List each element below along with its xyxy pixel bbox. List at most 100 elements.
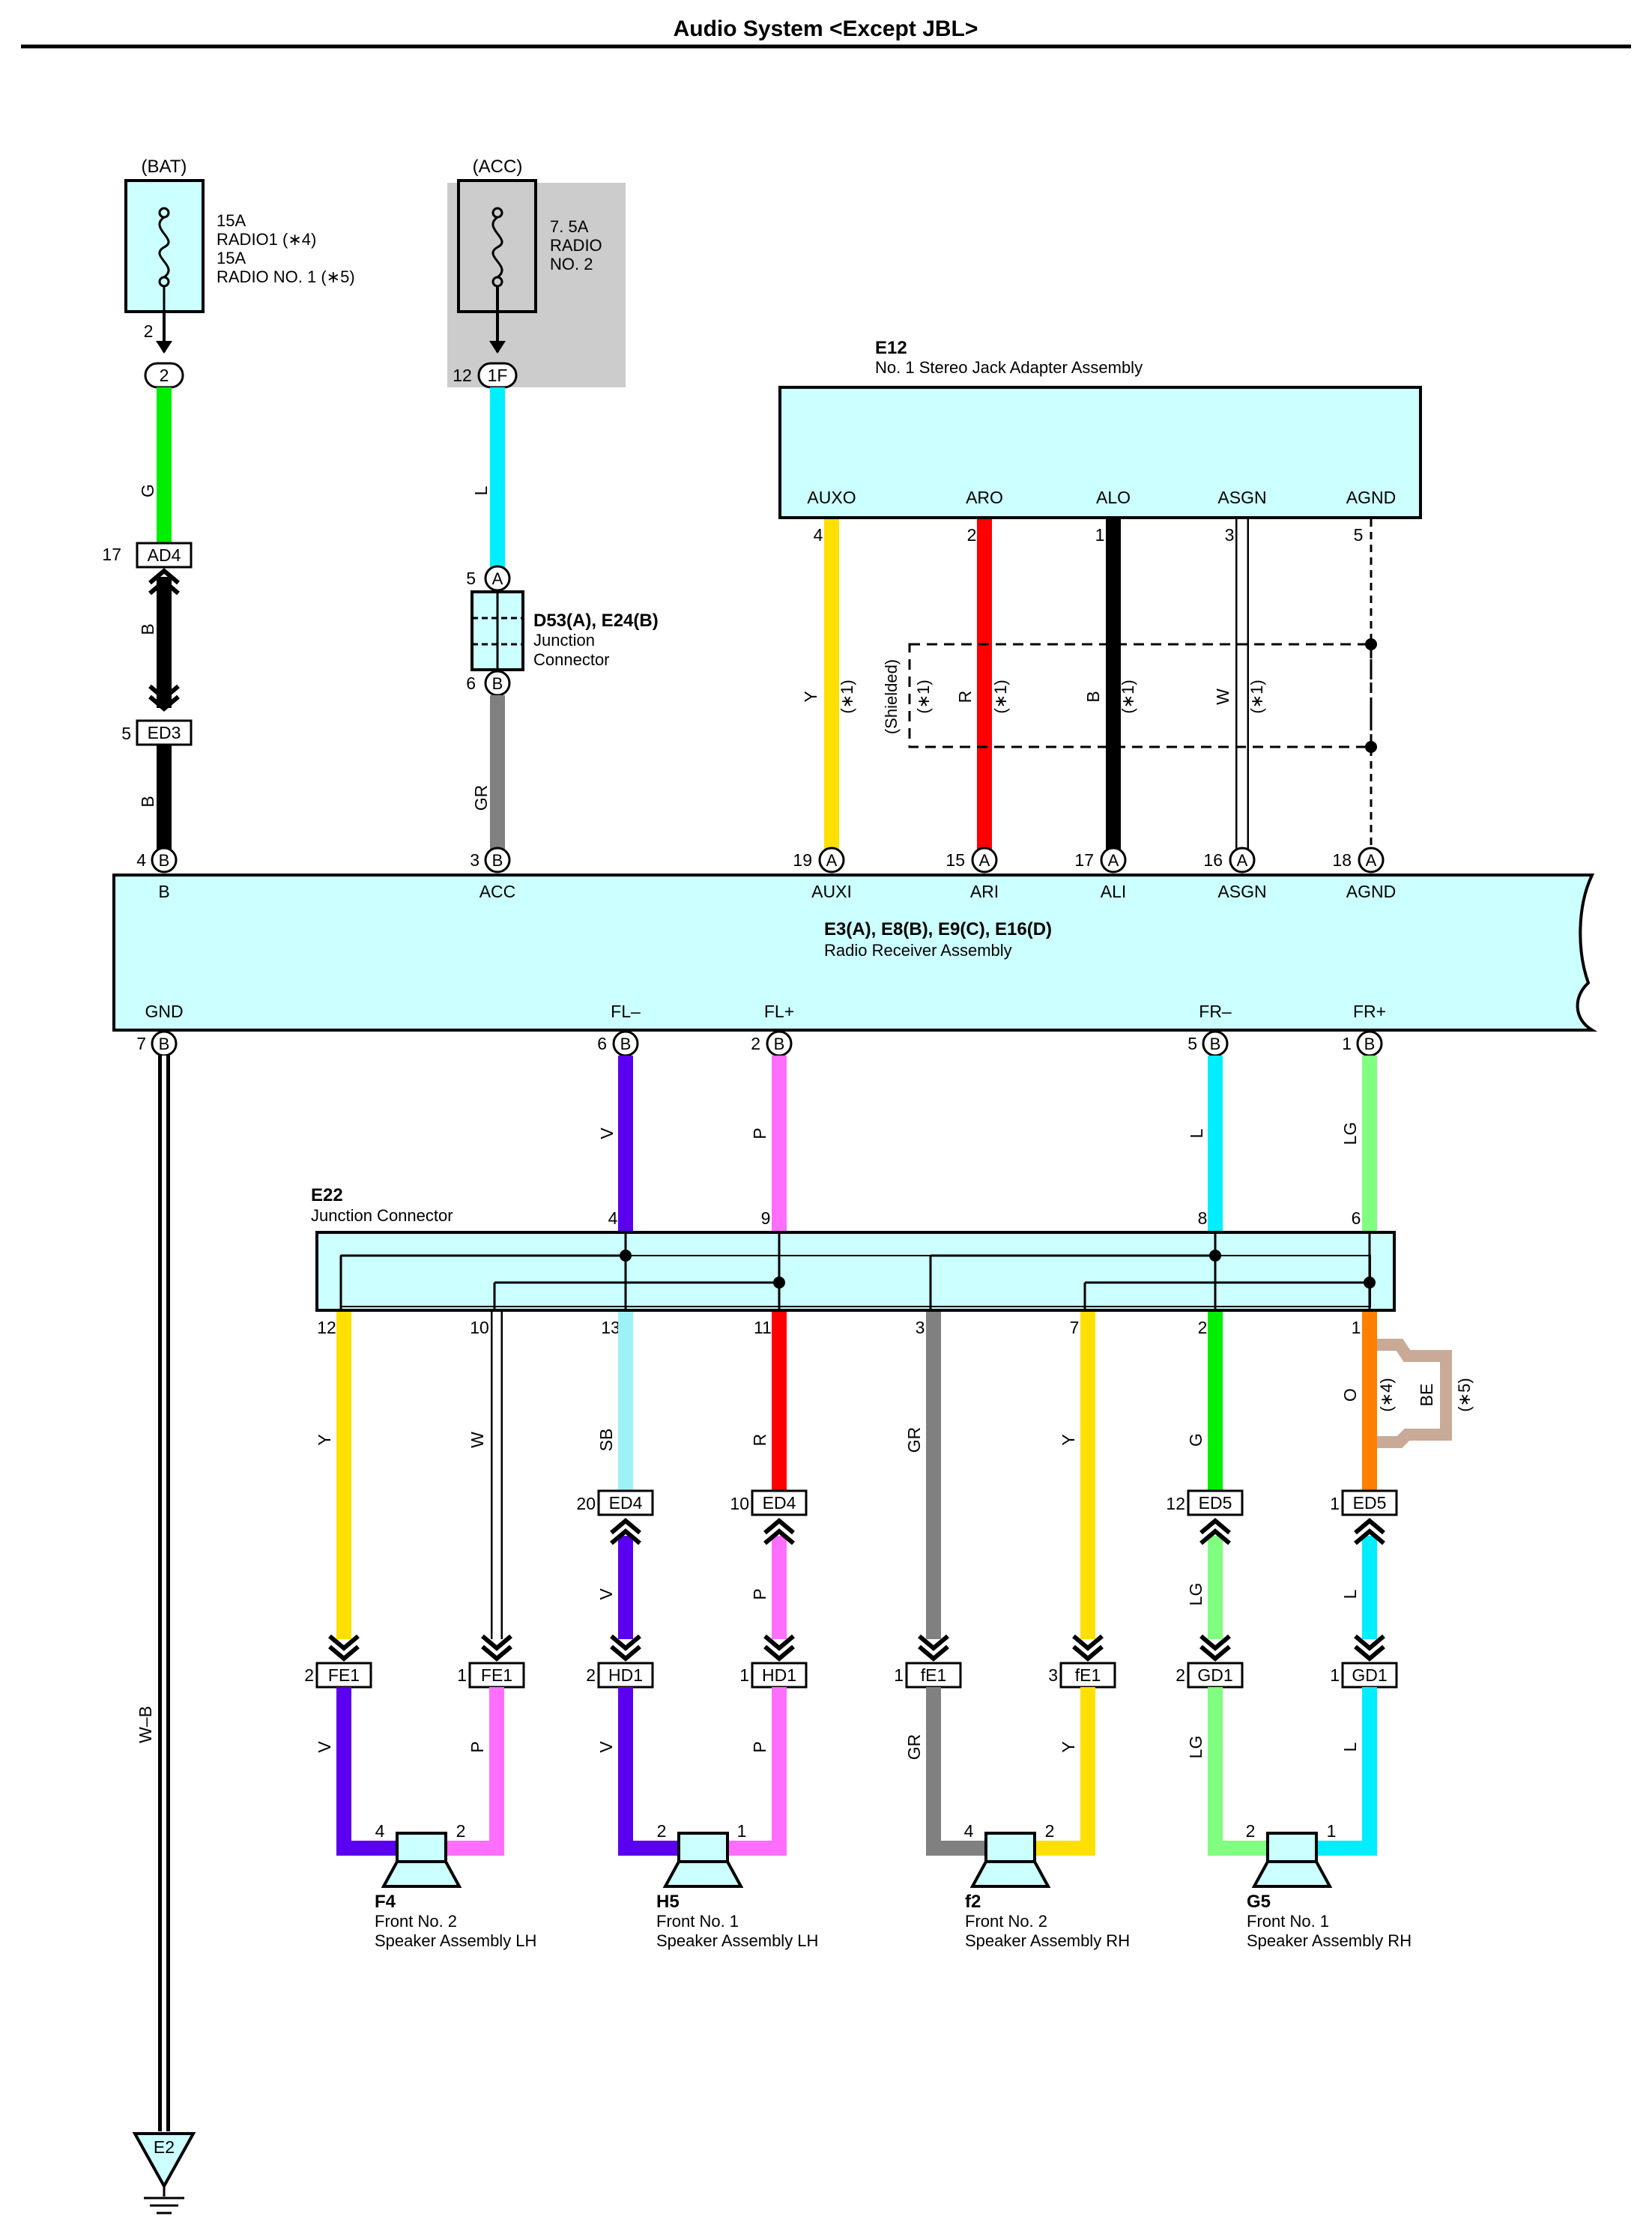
junction-e22-group: E22 Junction Connector 4 9 8 6 12 10 13 … — [311, 1185, 1396, 1337]
speaker-icon — [1266, 1832, 1318, 1863]
speaker-icon — [984, 1832, 1036, 1863]
connector-box — [1187, 1489, 1244, 1516]
connector-box — [1341, 1662, 1398, 1689]
spk-conn-fe1-b: 1 FE1 — [457, 1634, 525, 1689]
terminal-tag — [971, 847, 998, 874]
pin-number: 2 — [304, 1665, 314, 1685]
junction-dot — [1364, 1277, 1376, 1289]
wire-label-l: L — [1187, 1128, 1206, 1138]
wire-label: O — [1340, 1388, 1360, 1402]
speaker-id: H5 — [656, 1892, 680, 1912]
receiver-bottom-terminal: GND 7 B — [136, 1002, 184, 1057]
connector-label: GD1 — [1197, 1665, 1232, 1685]
e12-term-aro: ARO — [966, 488, 1003, 507]
chevron-up-icon — [1354, 1518, 1385, 1546]
e12-term-auxo: AUXO — [807, 488, 856, 507]
label-w: W — [1213, 688, 1232, 705]
d53-name: D53(A), E24(B) — [533, 611, 659, 631]
e22-name: Junction Connector — [311, 1206, 453, 1225]
spk-conn-hd1-b: 1 HD1 — [739, 1634, 808, 1689]
wire-label-v: V — [597, 1127, 617, 1139]
note-alo: (∗1) — [1119, 679, 1137, 713]
speaker-cone-icon — [1251, 1860, 1333, 1888]
terminal-label: ASGN — [1217, 882, 1266, 901]
wire-label-p: P — [750, 1127, 769, 1139]
terminal-tag — [1229, 847, 1256, 874]
pin-number: 4 — [136, 850, 146, 870]
e12-box — [778, 386, 1422, 519]
pin-number: 6 — [597, 1034, 607, 1053]
connector-label: ED4 — [609, 1493, 643, 1513]
terminal-label: ALI — [1101, 882, 1127, 901]
wire-label-g: G — [138, 484, 157, 497]
wire-label: L — [1340, 1589, 1360, 1599]
pin-number: 18 — [1332, 850, 1352, 870]
chevron-down-icon — [481, 1634, 512, 1662]
pin-number: 1 — [894, 1665, 904, 1685]
terminal-tag — [151, 847, 178, 874]
pin-number: 20 — [576, 1494, 596, 1513]
pin-number: 1 — [457, 1665, 467, 1685]
bat-fuse-text-4: RADIO NO. 1 (∗5) — [217, 267, 355, 286]
fuse-icon — [491, 216, 503, 279]
chevron-down-icon — [1354, 1634, 1385, 1662]
label-r: R — [955, 691, 975, 703]
pin-number: 1 — [739, 1665, 749, 1685]
bat-fuse-text-1: 15A — [217, 211, 246, 230]
wire-label: V — [596, 1741, 616, 1753]
wire-label-b-2: B — [138, 796, 157, 807]
receiver-top-terminal: 3 B ACC — [470, 847, 516, 901]
pin-number: 3 — [470, 850, 479, 870]
pin-number: 2 — [751, 1034, 760, 1053]
chevron-down-icon — [1072, 1634, 1104, 1662]
e12-term-agnd: AGND — [1346, 488, 1396, 507]
chevron-down-icon — [1199, 1634, 1231, 1662]
terminal-label: ACC — [479, 882, 516, 901]
receiver-top-terminal: 19 A AUXI — [793, 847, 852, 901]
wire-label: Y — [1059, 1741, 1078, 1752]
speaker-cone-icon — [662, 1860, 744, 1888]
chevron-down-icon — [328, 1634, 360, 1662]
junction-d53-group: L 5 A D53(A), E24(B) Junction Connector … — [466, 387, 659, 850]
page-title: Audio System <Except JBL> — [674, 16, 978, 41]
pin-number: 2 — [1246, 1821, 1256, 1841]
connector-box — [1187, 1662, 1244, 1689]
terminal-label: FR– — [1199, 1002, 1232, 1021]
intermediate-connectors: 20 ED4 10 ED4 12 ED5 1 ED5 — [576, 1489, 1398, 1546]
speaker-line1: Front No. 2 — [965, 1912, 1047, 1931]
e12-pin-4: 4 — [814, 525, 823, 545]
e12-id: E12 — [875, 338, 907, 358]
d53-tag-in-label: A — [492, 569, 503, 588]
chevron-down-icon — [148, 684, 180, 712]
spk-conn-hd1-a: 2 HD1 — [586, 1634, 654, 1689]
pin-number: 7 — [136, 1034, 146, 1053]
pin-number: 12 — [1166, 1494, 1185, 1513]
wire-label-w-b: W–B — [136, 1706, 155, 1743]
receiver-top-terminal: 17 A ALI — [1074, 847, 1127, 901]
speaker-g5: 2 1 G5 Front No. 1 Speaker Assembly RH — [1246, 1821, 1412, 1950]
acc-fuse-text-2: RADIO — [550, 236, 602, 255]
speaker-line1: Front No. 2 — [375, 1912, 457, 1931]
ed5-connector-a: 12 ED5 — [1166, 1489, 1244, 1546]
receiver-top-terminal: 18 A AGND — [1332, 847, 1396, 901]
connector-label: FE1 — [481, 1665, 512, 1685]
e22-top-pin: 4 — [608, 1208, 618, 1228]
terminal-tag-label: B — [1210, 1035, 1221, 1053]
terminal-label: AGND — [1346, 882, 1396, 901]
wire-lg — [1208, 1687, 1268, 1856]
note-aro: (∗1) — [991, 679, 1010, 713]
e22-output-wires: Y W SB V R P GR Y G LG O (∗4) BE (∗5) — [315, 1312, 1474, 1639]
ad4-pin: 17 — [102, 545, 121, 564]
chevron-up-icon — [1199, 1518, 1231, 1546]
e22-bottom-pin: 13 — [601, 1318, 620, 1337]
pin-number: 1 — [1327, 1821, 1337, 1841]
acc-source-label: (ACC) — [473, 157, 523, 177]
connector-label: GD1 — [1352, 1665, 1387, 1685]
left-wire-group: G 17 AD4 B 5 ED3 B — [102, 387, 193, 850]
adapter-e12-group: E12 No. 1 Stereo Jack Adapter Assembly A… — [778, 338, 1422, 850]
ground-group: W–B E2 — [132, 1056, 196, 2215]
wire-label-l: L — [471, 485, 491, 495]
label-b: B — [1083, 691, 1103, 702]
wire-label: W — [468, 1432, 487, 1448]
